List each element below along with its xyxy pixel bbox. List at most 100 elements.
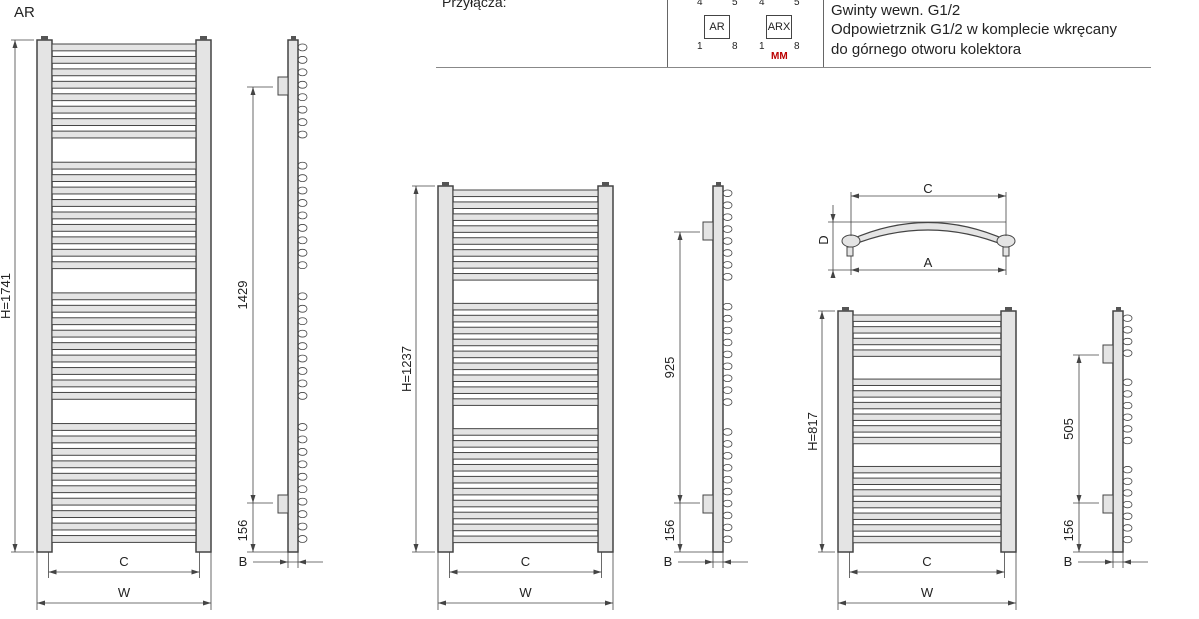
heating-bar [852, 512, 1002, 520]
top-view-collector [841, 234, 861, 248]
arrow-head [851, 193, 859, 199]
arrow-head [849, 569, 858, 575]
heating-bar [51, 342, 197, 351]
heating-bar [452, 350, 599, 359]
top-view-d-label: D [816, 235, 831, 244]
arrow-head [705, 559, 713, 565]
heating-bar [51, 367, 197, 375]
vent-plug [602, 182, 609, 186]
heating-bar [51, 118, 197, 127]
center-distance-label: C [119, 554, 128, 569]
side-bar-profile [297, 522, 308, 531]
heating-bar [51, 55, 197, 64]
side-bar-profile [1122, 512, 1133, 520]
upper-bracket [702, 221, 714, 241]
vent-plug [442, 182, 449, 186]
heating-bar [51, 354, 197, 363]
arrow-head [438, 600, 446, 606]
center-distance-label: C [521, 554, 530, 569]
side-bar-profile [1122, 337, 1133, 346]
bottom-offset-label: 156 [1061, 520, 1076, 542]
side-bar-profile [722, 499, 733, 508]
heating-bar [51, 93, 197, 102]
pin-label: 8 [732, 41, 738, 52]
heating-bar [452, 213, 599, 221]
lower-bracket [702, 494, 714, 514]
side-bar-profile [297, 292, 308, 301]
top-view-connector [1002, 246, 1010, 257]
right-collector [1000, 310, 1017, 553]
side-bar-profile [722, 350, 733, 359]
side-bar-profile [722, 249, 733, 257]
side-bar-profile [297, 68, 308, 77]
arrow-head [819, 544, 825, 552]
heating-bar [51, 379, 197, 388]
side-bar-profile [297, 472, 308, 481]
side-bar-profile [297, 485, 308, 494]
side-bar-profile [722, 428, 733, 436]
side-bar-profile [722, 338, 733, 347]
pin-label: 8 [794, 41, 800, 52]
arrow-head [413, 544, 419, 552]
width-dimension-label: W [118, 585, 131, 600]
side-bar-profile [297, 329, 308, 338]
side-bar-profile [297, 261, 308, 270]
heating-bar [452, 523, 599, 532]
arrow-head [12, 544, 18, 552]
heating-bar [51, 223, 197, 232]
side-bar-profile [297, 423, 308, 431]
side-bar-profile [297, 510, 308, 518]
heating-bar [852, 390, 1002, 398]
side-bar-profile [722, 487, 733, 496]
center-distance-label: C [922, 554, 931, 569]
pin-label: 5 [732, 0, 738, 8]
side-bar-profile [297, 56, 308, 64]
side-bar-profile [1122, 477, 1133, 485]
bottom-offset-label: 156 [235, 520, 250, 542]
heating-bar [51, 174, 197, 183]
side-bar-profile [297, 43, 308, 52]
heating-bar [51, 472, 197, 481]
heating-bar [51, 535, 197, 543]
heating-bar [51, 510, 197, 519]
pin-label: 4 [759, 0, 765, 8]
bracket-spacing-label: 505 [1061, 418, 1076, 440]
side-bar-profile [1122, 500, 1133, 509]
vent-plug [1005, 307, 1012, 311]
heating-bar [452, 338, 599, 347]
heating-bar [852, 425, 1002, 433]
side-bar-profile [297, 342, 308, 350]
arrow-head [1123, 559, 1131, 565]
side-bar-profile [722, 213, 733, 221]
heating-bar [51, 130, 197, 139]
side-bar-profile [1122, 401, 1133, 410]
arrow-head [1076, 355, 1082, 363]
side-bar-profile [297, 317, 308, 326]
heating-bar [452, 398, 599, 406]
heating-bar [452, 475, 599, 484]
arrow-head [250, 544, 256, 552]
side-bar-profile [722, 386, 733, 394]
symbol-ar: AR [704, 15, 730, 39]
side-bar-profile [722, 225, 733, 233]
arrow-head [12, 40, 18, 48]
left-collector [437, 185, 454, 553]
arrow-head [677, 232, 683, 240]
heating-bar [852, 413, 1002, 421]
bracket-spacing-label: 1429 [235, 281, 250, 310]
heating-bar [852, 337, 1002, 346]
pin-label: 4 [697, 0, 703, 8]
side-bar-profile [1122, 524, 1133, 532]
heating-bar [452, 237, 599, 245]
heating-bar [452, 374, 599, 383]
width-dimension-label: W [921, 585, 934, 600]
heating-bar [51, 304, 197, 313]
heating-bar [51, 423, 197, 431]
left-collector [837, 310, 854, 553]
heating-bar [852, 401, 1002, 410]
heating-bar [452, 362, 599, 371]
vent-plug [41, 36, 48, 40]
heating-bar [452, 326, 599, 335]
arrow-head [1008, 600, 1016, 606]
arrow-head [723, 559, 731, 565]
